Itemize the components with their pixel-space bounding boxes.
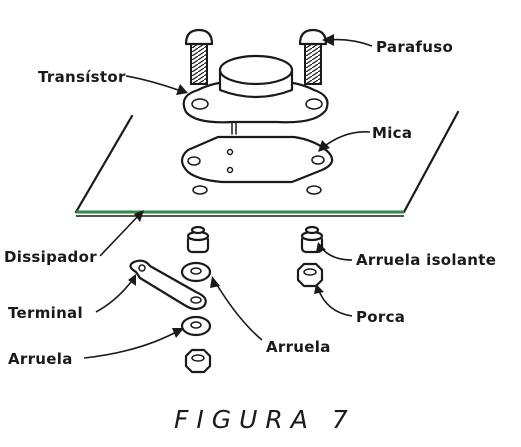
transistor-body — [182, 54, 329, 135]
label-parafuso: Parafuso — [376, 38, 453, 56]
label-transistor: Transístor — [38, 68, 126, 86]
washer-lower — [180, 315, 212, 337]
figure-caption: FIGURA 7 — [174, 405, 356, 434]
heatsink — [74, 110, 460, 217]
right-screw — [298, 28, 328, 85]
bushing-left — [186, 225, 210, 254]
label-terminal: Terminal — [8, 304, 83, 322]
label-porca: Porca — [356, 308, 405, 326]
label-mica: Mica — [372, 124, 412, 142]
label-arruela-center: Arruela — [266, 338, 331, 356]
heatsink-hole-right — [306, 185, 322, 195]
label-arruela-left: Arruela — [8, 350, 73, 368]
left-screw — [184, 28, 214, 85]
heatsink-hole-left — [192, 185, 208, 195]
mica-insulator — [180, 135, 334, 184]
nut-right — [296, 262, 324, 288]
label-arruela-isolante: Arruela isolante — [356, 251, 496, 269]
terminal-lug — [129, 259, 207, 311]
washer-upper — [180, 261, 212, 283]
label-dissipador: Dissipador — [4, 248, 97, 266]
nut-left — [184, 348, 212, 374]
